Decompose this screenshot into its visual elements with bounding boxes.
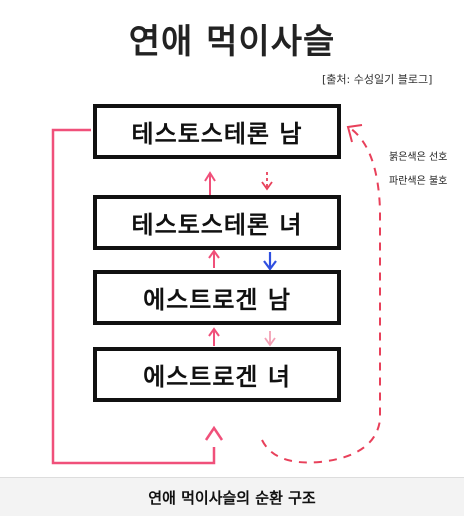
right-loop-arrowhead [346,124,363,143]
box-testosterone-male: 테스토스테론 남 [93,104,341,159]
legend-red: 붉은색은 선호 [389,152,448,163]
figure-caption: 연애 먹이사슬의 순환 구조 [148,489,316,507]
left-loop-arrowhead [204,425,224,441]
diagram-title: 연애 먹이사슬 [128,22,336,62]
box-estrogen-female: 에스트로겐 녀 [93,347,341,402]
source-note: [출처: 수성일기 블로그] [322,73,433,86]
box-estrogen-male: 에스트로겐 남 [93,270,341,325]
right-dashed-loop [261,127,381,464]
left-loop-line [51,128,216,465]
legend-blue: 파란색은 불호 [389,176,448,187]
box-testosterone-female: 테스토스테론 녀 [93,195,341,250]
caption-bar [0,477,464,516]
